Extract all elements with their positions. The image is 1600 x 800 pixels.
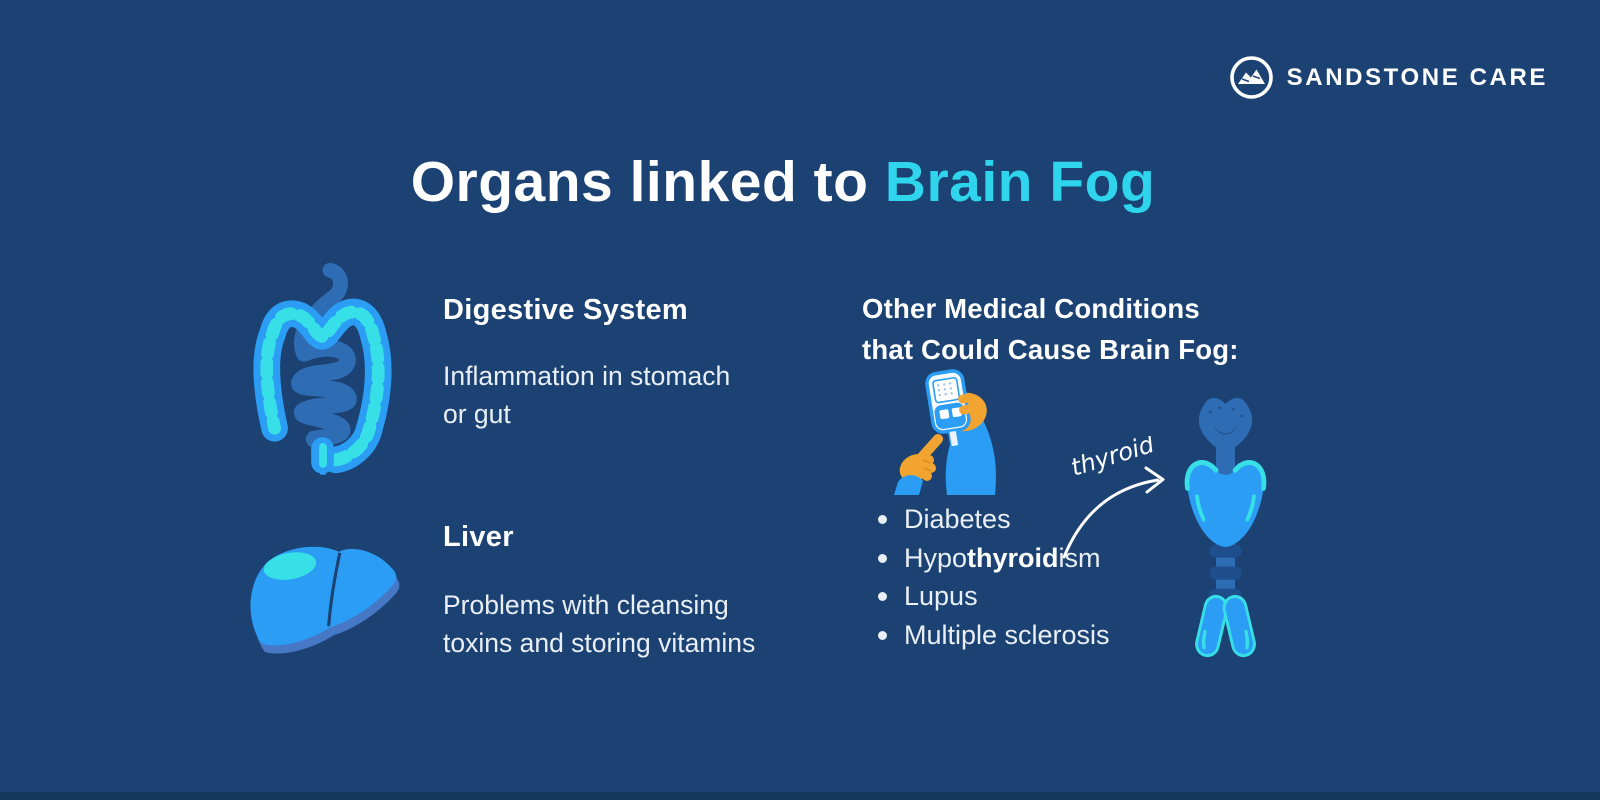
liver-section: Liver Problems with cleansing toxins and… xyxy=(443,521,755,662)
bullet-dot xyxy=(878,630,887,640)
sandstone-care-mountain-icon xyxy=(1229,56,1273,99)
colon-segments xyxy=(260,305,385,467)
list-item: Hypothyroidism xyxy=(878,543,1110,582)
larynx-cartilage xyxy=(1198,397,1253,451)
bullet-dot xyxy=(878,553,887,563)
condition-text: Diabetes xyxy=(904,504,1011,534)
test-strip xyxy=(948,429,960,448)
thyroid-gland xyxy=(1187,462,1264,547)
glucose-meter-illustration xyxy=(894,369,996,495)
other-conditions-heading: Other Medical Conditions that Could Caus… xyxy=(862,293,1239,365)
bottom-edge-strip xyxy=(0,792,1600,800)
digestive-section: Digestive System Inflammation in stomach… xyxy=(443,294,730,433)
list-item: Diabetes xyxy=(878,504,1110,543)
liver-illustration xyxy=(250,546,400,654)
condition-text: Lupus xyxy=(904,581,978,611)
arrow-head xyxy=(1144,466,1165,494)
digestive-heading: Digestive System xyxy=(443,294,688,326)
brand-logo: SANDSTONE CARE xyxy=(1229,55,1548,100)
pointing-hand-sleeve xyxy=(894,475,923,495)
small-intestine-path xyxy=(291,313,357,448)
liver-highlight xyxy=(263,552,317,580)
list-item: Lupus xyxy=(878,581,1110,620)
trachea-ring xyxy=(1209,566,1242,580)
title-accent: Brain Fog xyxy=(884,150,1156,214)
liver-lobe-crease xyxy=(327,552,342,627)
thyroid-annotation-arrow: thyroid xyxy=(1062,436,1165,559)
bullet-dot xyxy=(878,592,887,601)
digestive-description: Inflammation in stomach or gut xyxy=(443,361,731,429)
rectum-highlight xyxy=(319,443,327,468)
liver-description: Problems with cleansing toxins and stori… xyxy=(443,590,756,658)
arrow-curve xyxy=(1062,478,1160,559)
list-item: Multiple sclerosis xyxy=(878,620,1110,659)
bullet-dot xyxy=(878,515,887,524)
brand-name: SANDSTONE CARE xyxy=(1286,63,1548,91)
trachea-ring xyxy=(1209,544,1242,558)
intestines-illustration xyxy=(253,262,392,475)
thyroid-gland-illustration xyxy=(1184,397,1267,658)
annotation-label: thyroid xyxy=(1068,436,1158,482)
conditions-list: Diabetes Hypothyroidism Lupus Multiple s… xyxy=(878,504,1110,658)
bronchi xyxy=(1195,594,1256,658)
condition-text: Hypothyroidism xyxy=(904,542,1101,573)
title-prefix: Organs linked to xyxy=(410,150,885,214)
meter-screen xyxy=(932,377,961,404)
condition-text: Multiple sclerosis xyxy=(904,619,1110,650)
liver-heading: Liver xyxy=(443,521,514,553)
page-title: Organs linked to Brain Fog xyxy=(0,149,1566,215)
